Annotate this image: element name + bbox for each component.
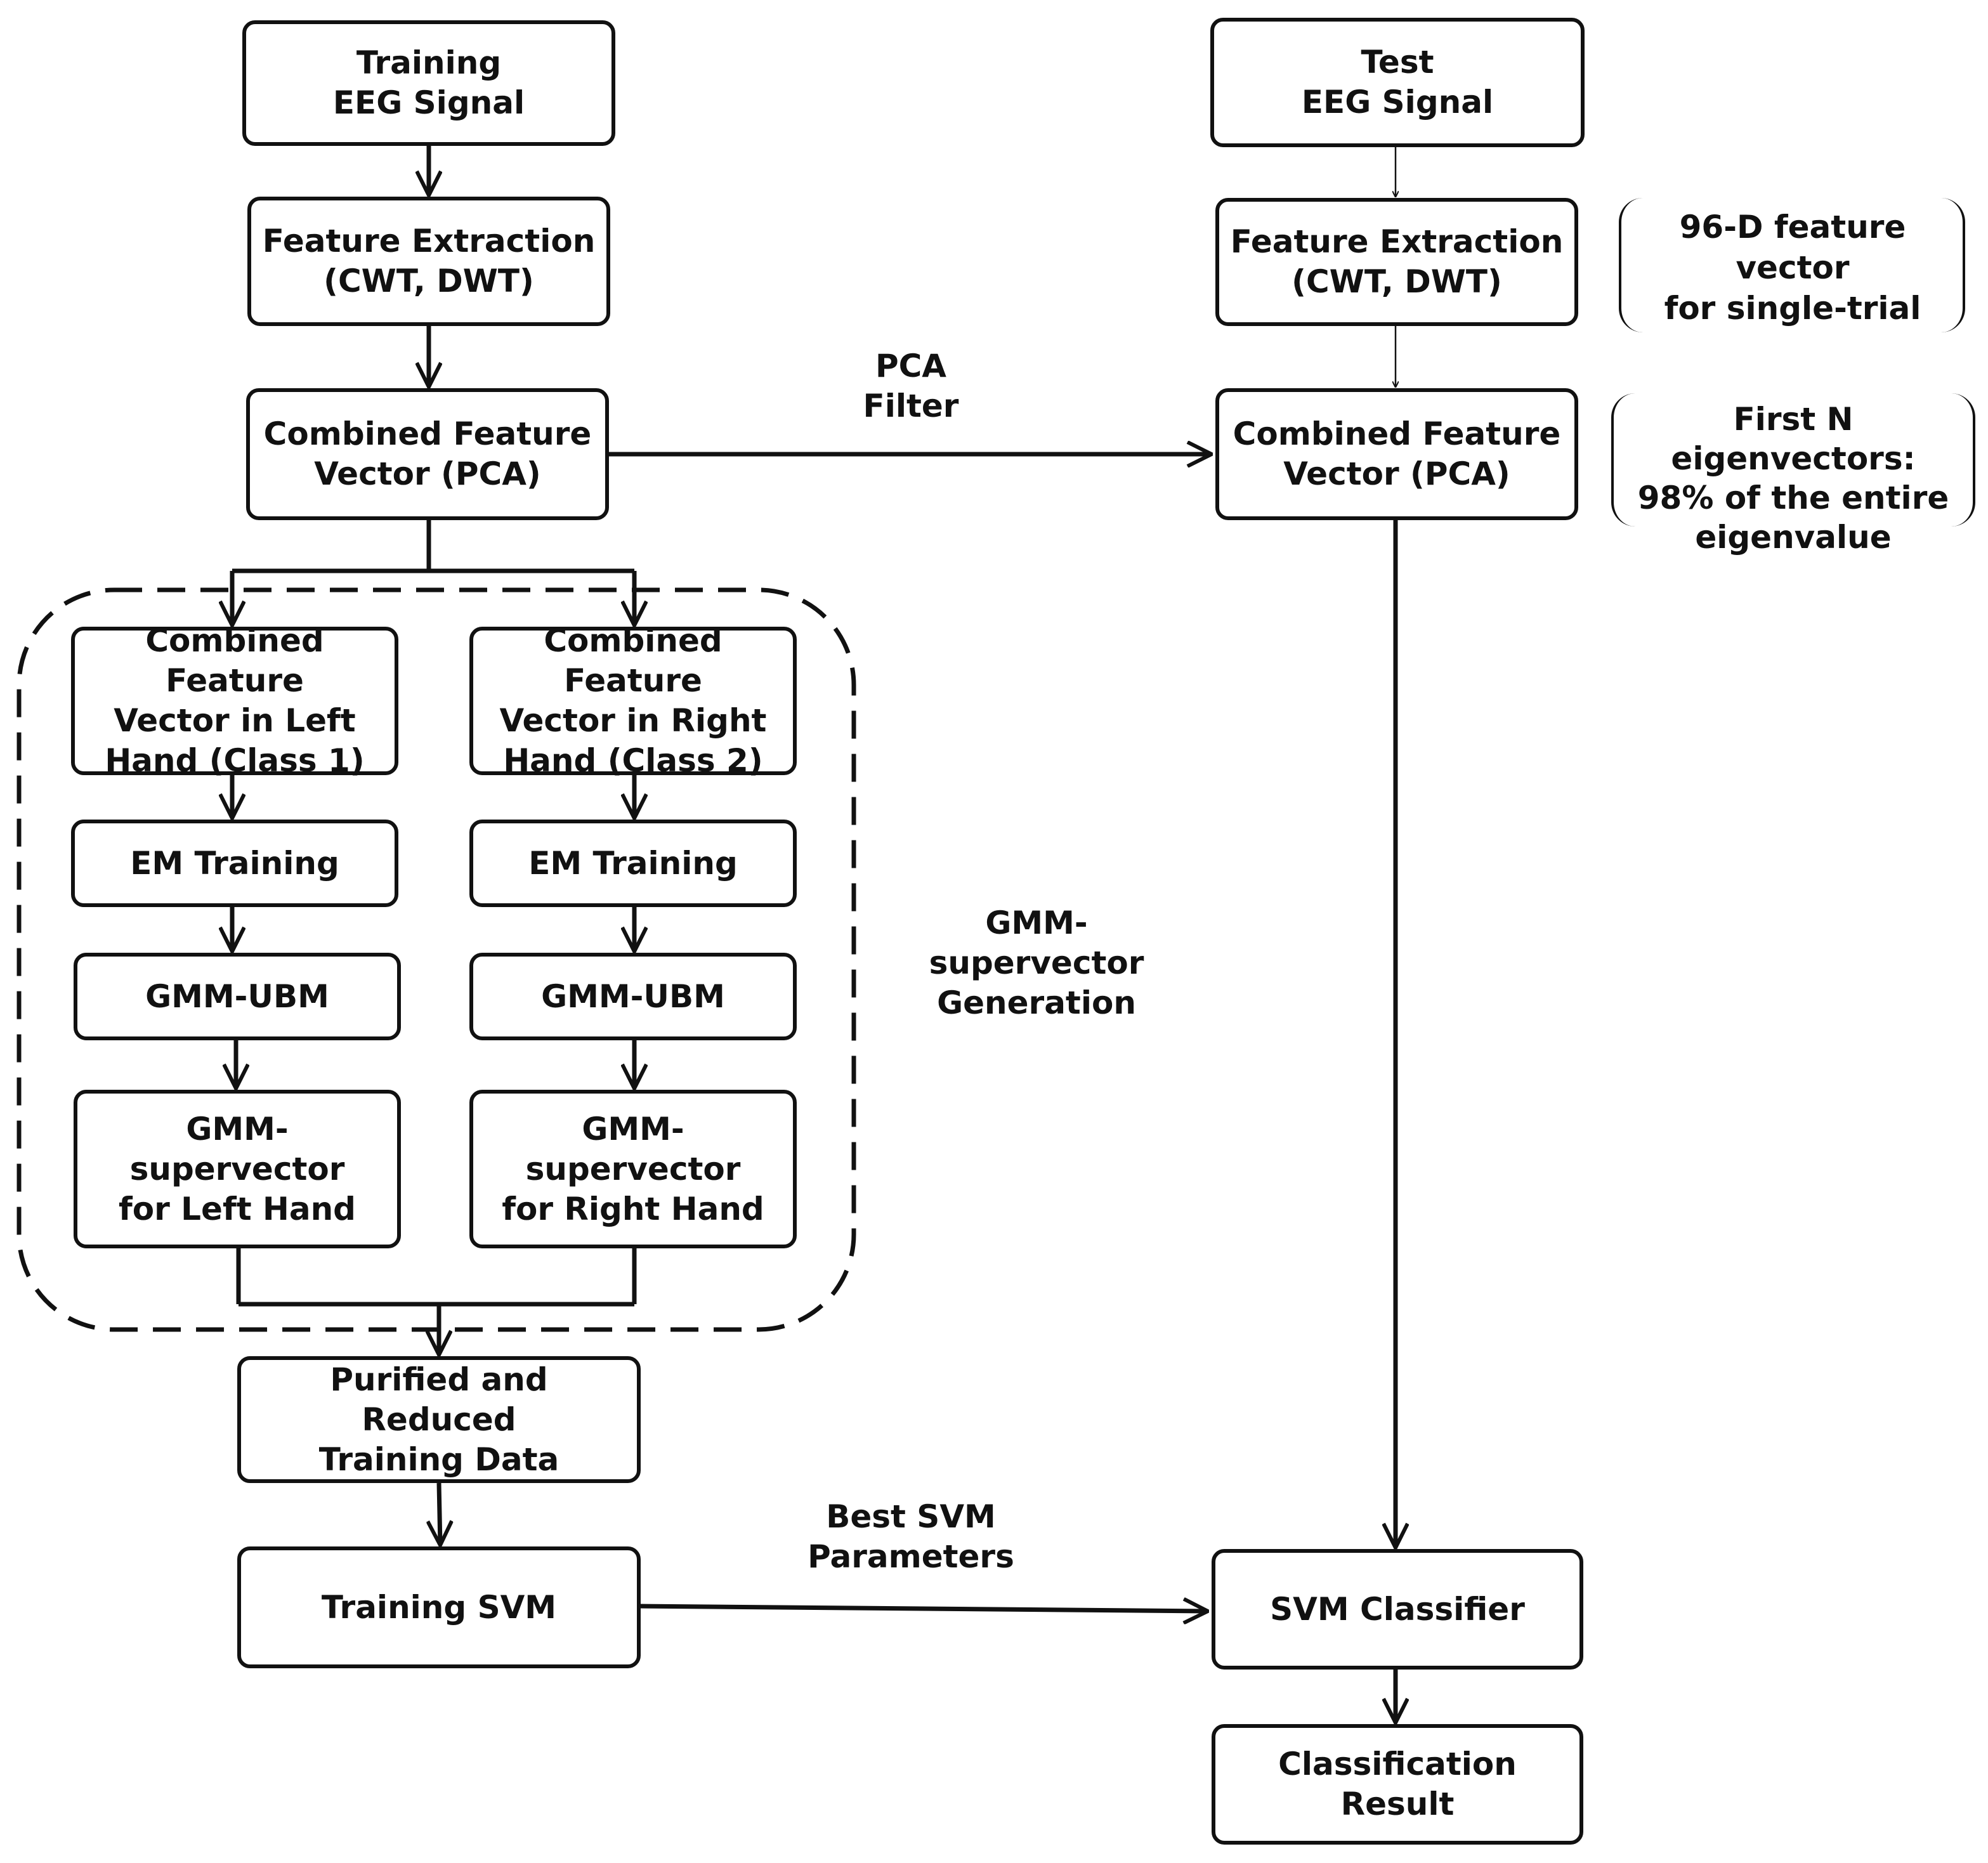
- training-combined-feature-box: Combined Feature Vector (PCA): [246, 388, 609, 520]
- training-svm-label: Training SVM: [321, 1588, 557, 1626]
- left-gmm-supervector-label: GMM-supervector for Left Hand: [119, 1110, 356, 1227]
- right-class-label: Combined Feature Vector in Right Hand (C…: [499, 622, 767, 779]
- left-gmm-supervector-box: GMM-supervector for Left Hand: [74, 1090, 401, 1248]
- left-gmm-ubm-box: GMM-UBM: [74, 953, 401, 1040]
- classification-result-box: Classification Result: [1212, 1724, 1583, 1845]
- purified-training-data-box: Purified and Reduced Training Data: [237, 1356, 641, 1483]
- arrow-best-svm-parameters: [639, 1606, 1208, 1611]
- training-combined-feature-label: Combined Feature Vector (PCA): [263, 415, 592, 492]
- purified-training-data-label: Purified and Reduced Training Data: [318, 1361, 559, 1478]
- test-combined-feature-label: Combined Feature Vector (PCA): [1233, 415, 1561, 492]
- svm-classifier-label: SVM Classifier: [1270, 1590, 1525, 1628]
- right-gmm-ubm-label: GMM-UBM: [541, 977, 725, 1015]
- gmm-generation-label: GMM-supervector Generation: [929, 905, 1144, 1021]
- training-eeg-signal-box: Training EEG Signal: [242, 20, 615, 146]
- gmm-generation-region: [16, 587, 856, 1332]
- best-svm-parameters-label: Best SVM Parameters: [808, 1498, 1014, 1575]
- training-feature-extraction-label: Feature Extraction (CWT, DWT): [262, 223, 596, 299]
- arrow-purified-to-train-svm: [439, 1482, 440, 1545]
- right-gmm-supervector-label: GMM-supervector for Right Hand: [502, 1110, 764, 1227]
- left-gmm-ubm-label: GMM-UBM: [145, 977, 329, 1015]
- left-class-label: Combined Feature Vector in Left Hand (Cl…: [105, 622, 365, 779]
- left-em-training-label: EM Training: [130, 844, 339, 882]
- right-em-training-box: EM Training: [469, 820, 797, 907]
- test-eeg-signal-box: Test EEG Signal: [1210, 18, 1585, 147]
- classification-result-label: Classification Result: [1278, 1746, 1517, 1822]
- test-combined-feature-box: Combined Feature Vector (PCA): [1215, 388, 1578, 520]
- test-feature-extraction-box: Feature Extraction (CWT, DWT): [1215, 198, 1578, 326]
- eigen-note: First N eigenvectors: 98% of the entire …: [1637, 401, 1949, 556]
- feature-dim-note: 96-D feature vector for single-trial: [1664, 209, 1921, 327]
- feature-dim-bracket: [1619, 198, 1965, 332]
- right-em-training-label: EM Training: [528, 844, 738, 882]
- right-gmm-ubm-box: GMM-UBM: [469, 953, 797, 1040]
- training-svm-box: Training SVM: [237, 1546, 641, 1668]
- test-feature-extraction-label: Feature Extraction (CWT, DWT): [1230, 223, 1564, 300]
- pca-filter-label: PCA Filter: [863, 348, 959, 424]
- eigen-bracket: [1611, 393, 1975, 526]
- svm-classifier-box: SVM Classifier: [1212, 1549, 1583, 1670]
- left-em-training-box: EM Training: [71, 820, 398, 907]
- right-gmm-supervector-box: GMM-supervector for Right Hand: [469, 1090, 797, 1248]
- training-eeg-signal-label: Training EEG Signal: [332, 44, 525, 121]
- left-class-box: Combined Feature Vector in Left Hand (Cl…: [71, 622, 398, 779]
- test-eeg-signal-label: Test EEG Signal: [1301, 44, 1494, 121]
- right-class-box: Combined Feature Vector in Right Hand (C…: [469, 622, 797, 779]
- training-feature-extraction-box: Feature Extraction (CWT, DWT): [247, 197, 610, 326]
